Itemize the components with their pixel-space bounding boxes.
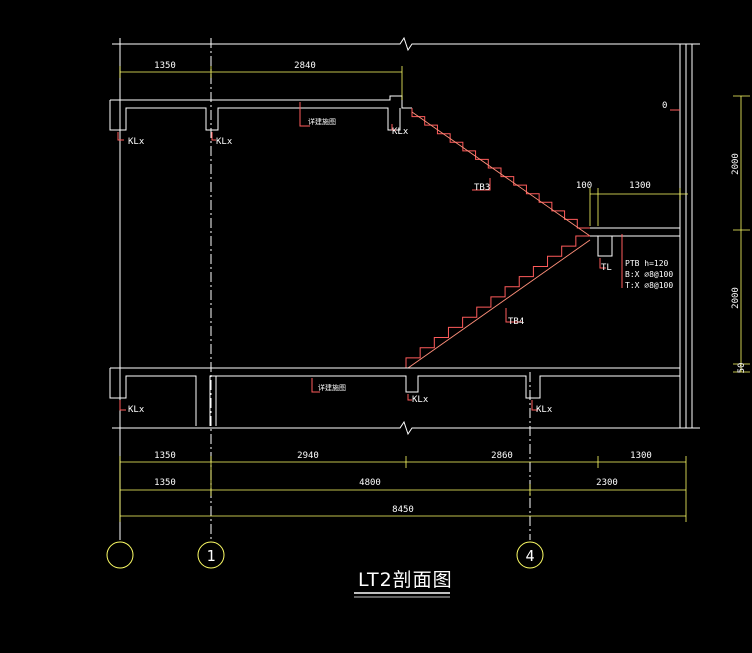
- top-break-line: [112, 36, 700, 52]
- upper-beam-right-mark: [391, 124, 396, 131]
- right-dim-2: 2000: [731, 287, 741, 309]
- bottom-dimensions: 1350 2940 2860 1300 1350 4800 2300 8450: [119, 451, 687, 522]
- bottom-dim-r1-2: 2940: [297, 451, 319, 461]
- right-dim-1: 2000: [731, 153, 741, 175]
- beam-label-bottom-2: KLx: [412, 395, 429, 405]
- landing: [590, 227, 680, 288]
- platform-note-3: T:X ⌀8@100: [625, 281, 673, 290]
- bottom-dim-total: 8450: [392, 505, 414, 515]
- upper-stair-soffit: [411, 111, 591, 237]
- top-dim-2: 2840: [294, 61, 316, 71]
- top-dim-1: 1350: [154, 61, 176, 71]
- floor-note-upper: 详建施图: [308, 117, 336, 126]
- drawing-title: LT2剖面图: [354, 569, 453, 598]
- lower-stair-flight: [405, 235, 591, 369]
- axis-label-4: 4: [525, 547, 534, 565]
- tb4-leader: [505, 308, 522, 323]
- landing-dimensions: 100 1300: [576, 181, 688, 226]
- beam-label-top-2: KLx: [216, 137, 233, 147]
- platform-note-1: PTB h=120: [625, 259, 669, 268]
- axis-bubble-1: [197, 541, 225, 569]
- bottom-dim-r2-2: 4800: [359, 478, 381, 488]
- lower-stair-steps: [405, 235, 590, 368]
- annotation-labels: 0 KLx KLx KLx KLx KLx KLx TL TB3 TB4 详建施…: [128, 101, 680, 415]
- bottom-dim-r2-3: 2300: [596, 478, 618, 488]
- landing-dim-2: 1300: [629, 181, 651, 191]
- tb3-leader: [472, 178, 491, 191]
- bottom-dim-r1-4: 1300: [630, 451, 652, 461]
- axis-bubble-4: [516, 541, 544, 569]
- beam-label-top-3: KLx: [392, 127, 409, 137]
- upper-stair-flight: [411, 108, 591, 237]
- stair-label-tb4: TB4: [508, 317, 524, 327]
- lower-floor-note-leader: [311, 378, 320, 393]
- right-dimensions: 2000 2000 50: [731, 95, 750, 374]
- landing-beam-label: TL: [601, 263, 612, 273]
- title-text: LT2剖面图: [358, 569, 453, 591]
- beam-label-top-1: KLx: [128, 137, 145, 147]
- upper-slab-top: [110, 95, 412, 109]
- bottom-break-line: [112, 420, 700, 436]
- axis-label-1: 1: [206, 547, 215, 565]
- break-lines: [112, 36, 700, 436]
- lower-beam-left-mark: [119, 400, 126, 411]
- axis-bubbles: 1 4: [106, 541, 544, 569]
- upper-stair-steps: [411, 108, 590, 229]
- level-mark: 0: [662, 101, 667, 111]
- landing-beam-mark: [599, 258, 606, 269]
- lower-slab-left: [109, 368, 197, 426]
- bottom-dim-r1-1: 1350: [154, 451, 176, 461]
- platform-note-2: B:X ⌀8@100: [625, 270, 673, 279]
- beam-label-bottom-3: KLx: [536, 405, 553, 415]
- lower-slab-bottom: [209, 375, 680, 426]
- upper-slab-bottom: [109, 100, 401, 131]
- top-dimensions: 1350 2840: [119, 61, 403, 100]
- upper-beam-mid-mark: [211, 132, 216, 141]
- upper-floor: [109, 95, 412, 141]
- bottom-dim-r1-3: 2860: [491, 451, 513, 461]
- upper-beam-left-mark: [117, 132, 124, 141]
- landing-dim-1: 100: [576, 181, 592, 191]
- landing-beam: [597, 236, 613, 257]
- lower-beam-right-mark: [531, 400, 538, 411]
- lower-stair-soffit: [407, 239, 591, 369]
- axis-bubble-a: [106, 541, 134, 569]
- right-dim-3: 50: [737, 363, 747, 374]
- upper-floor-note-leader: [299, 102, 310, 127]
- beam-label-bottom-1: KLx: [128, 405, 145, 415]
- bottom-dim-r2-1: 1350: [154, 478, 176, 488]
- lower-beam-mid-mark: [407, 394, 412, 401]
- stair-label-tb3: TB3: [474, 183, 490, 193]
- lower-floor: [109, 367, 680, 426]
- floor-note-lower: 详建施图: [318, 383, 346, 392]
